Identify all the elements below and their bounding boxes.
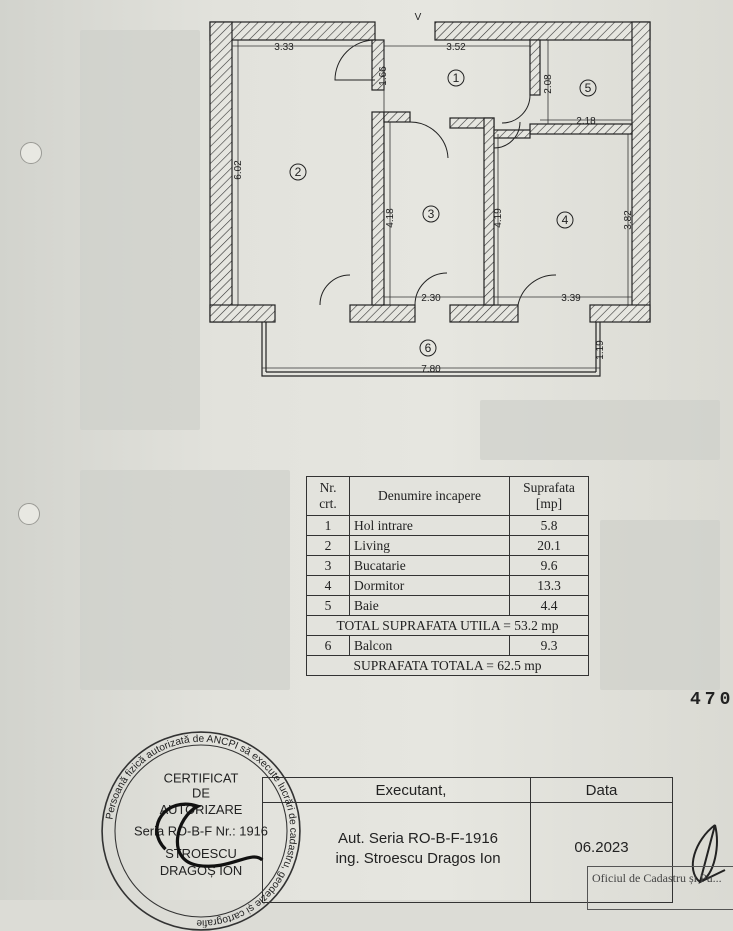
room-number: 4	[562, 213, 569, 227]
dimension-label: 6.02	[233, 160, 244, 180]
header-area: Suprafata [mp]	[509, 476, 589, 516]
header-name: Denumire incapere	[349, 476, 510, 516]
second-signature	[691, 824, 726, 884]
total-useful-row: TOTAL SUPRAFATA UTILA = 53.2 mp	[306, 615, 589, 636]
doors	[319, 39, 557, 306]
cell-nr: 6	[306, 635, 350, 656]
signature-table: Executant, Data Aut. Seria RO-B-F-1916 i…	[262, 777, 673, 903]
dimension-label: 7.80	[421, 364, 441, 375]
stamp-line: DE	[192, 786, 210, 801]
dimension-label: 2.08	[543, 74, 554, 94]
faded-background-content	[80, 30, 200, 430]
authorization: Aut. Seria RO-B-F-1916	[337, 830, 499, 847]
dimension-label: 3.39	[561, 293, 581, 304]
authorization-stamp: Persoană fizică autorizată de ANCPI să e…	[101, 731, 301, 931]
entrance-marker: V	[415, 12, 422, 23]
stamp-line: CERTIFICAT	[164, 771, 239, 786]
cell-area: 9.6	[509, 555, 589, 576]
dimension-label: 3.82	[623, 210, 634, 230]
stamp-line: DRAGOȘ ION	[160, 863, 242, 878]
signature	[155, 802, 264, 868]
dimension-lines	[232, 40, 632, 376]
cell-area: 5.8	[509, 515, 589, 536]
cell-nr: 5	[306, 595, 350, 616]
cell-area: 13.3	[509, 575, 589, 596]
cell-area: 9.3	[509, 635, 589, 656]
cell-nr: 1	[306, 515, 350, 536]
engineer-name: ing. Stroescu Dragos Ion	[335, 850, 501, 867]
faded-background-content	[600, 520, 720, 690]
cell-name: Bucatarie	[349, 555, 510, 576]
cell-name: Hol intrare	[349, 515, 510, 536]
punch-hole	[18, 503, 40, 525]
room-number: 1	[453, 71, 460, 85]
stamp-line: STROESCU	[165, 846, 237, 861]
faded-background-content	[80, 470, 290, 690]
cell-name: Balcon	[349, 635, 510, 656]
office-stamp: Oficiul de Cadastru și Pu...	[587, 866, 733, 910]
cell-area: 20.1	[509, 535, 589, 556]
dimension-label: 4.19	[493, 208, 504, 228]
dimension-labels: 3.33 3.52 1.66 2.08 2.18 6.02 4.18 4.19 …	[233, 42, 634, 375]
dimension-label: 2.18	[576, 116, 596, 127]
dimension-label: 3.33	[274, 42, 294, 53]
dimension-label: 1.19	[595, 340, 606, 360]
stamp-line: Seria RO-B-F Nr.: 1916	[134, 823, 268, 838]
cell-nr: 4	[306, 575, 350, 596]
page-number: 470	[690, 690, 733, 710]
walls	[209, 21, 651, 323]
total-useful: TOTAL SUPRAFATA UTILA = 53.2 mp	[306, 615, 589, 636]
total-area: SUPRAFATA TOTALA = 62.5 mp	[306, 655, 589, 676]
room-area-table: Nr. crt. Denumire incapere Suprafata [mp…	[306, 476, 589, 676]
room-number: 3	[428, 207, 435, 221]
punch-hole	[20, 142, 42, 164]
cell-area: 4.4	[509, 595, 589, 616]
date-value: 06.2023	[530, 802, 673, 903]
dimension-label: 2.30	[421, 293, 441, 304]
room-numbers	[289, 69, 597, 357]
stamp-line: AUTORIZARE	[160, 802, 243, 817]
cell-name: Baie	[349, 595, 510, 616]
dimension-label: 4.18	[385, 208, 396, 228]
faded-background-content	[480, 400, 720, 460]
total-row: SUPRAFATA TOTALA = 62.5 mp	[306, 655, 589, 676]
table-header: Nr. crt. Denumire incapere Suprafata [mp…	[306, 476, 589, 516]
room-number: 2	[295, 165, 302, 179]
cell-name: Dormitor	[349, 575, 510, 596]
room-number: 5	[585, 81, 592, 95]
floor-plan: V 3.33 3.52 1.66 2.08 2.18 6.02 4.18 4.1…	[209, 12, 651, 377]
executant-cell: Aut. Seria RO-B-F-1916 ing. Stroescu Dra…	[262, 802, 531, 903]
room-number: 6	[425, 341, 432, 355]
executant-label: Executant,	[262, 777, 531, 803]
cell-nr: 2	[306, 535, 350, 556]
header-nr: Nr. crt.	[306, 476, 350, 516]
cell-name: Living	[349, 535, 510, 556]
date-label: Data	[530, 777, 673, 803]
cell-nr: 3	[306, 555, 350, 576]
dimension-label: 1.66	[378, 66, 389, 86]
dimension-label: 3.52	[446, 42, 466, 53]
